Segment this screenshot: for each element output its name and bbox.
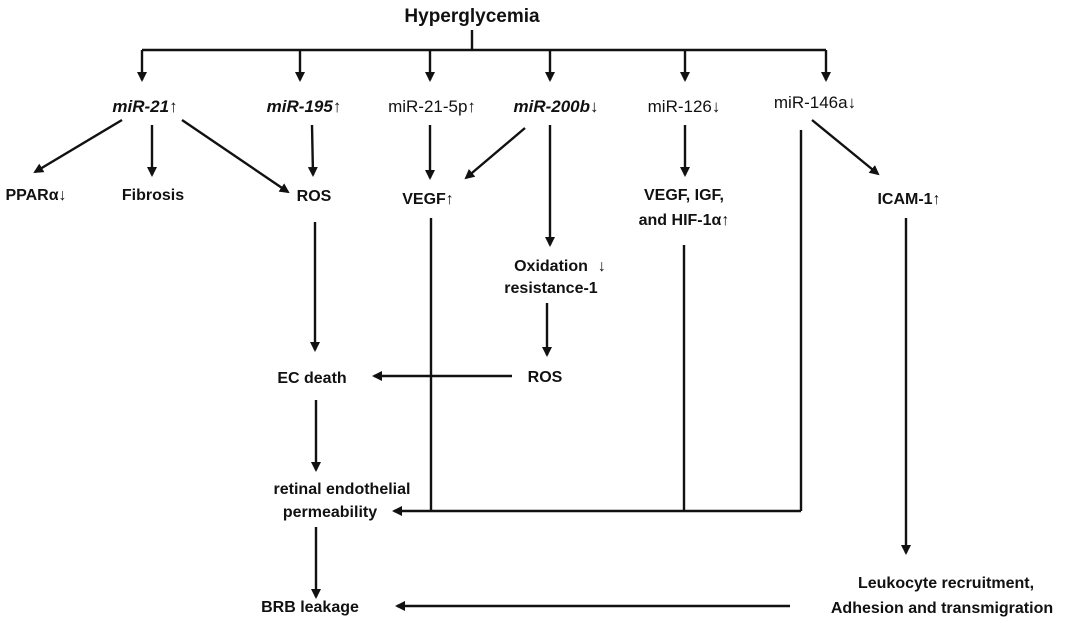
node-icam: ICAM-1↑ (877, 191, 940, 208)
vegf-label: VEGF (402, 191, 446, 208)
edge-mir146a-icam (811, 119, 880, 176)
mir126-label: miR-126 (648, 97, 712, 116)
node-retinal-line2: permeability (283, 504, 377, 521)
node-ec-death: EC death (277, 370, 346, 387)
node-oxidation-line2: resistance-1 (504, 280, 597, 297)
node-leukocyte-line2: Adhesion and transmigration (831, 600, 1053, 617)
edge-mir195-ros (307, 124, 318, 177)
vegf-igf-label: and HIF-1α (639, 212, 722, 229)
edge-mir21-ppara (33, 118, 123, 174)
node-hyperglycemia: Hyperglycemia (404, 6, 540, 27)
oxidation-down-arrow: ↓ (598, 258, 606, 275)
ppara-label: PPARα (5, 187, 58, 204)
mir200b-down-arrow: ↓ (590, 97, 599, 116)
mir126-down-arrow: ↓ (712, 97, 721, 116)
node-retinal-line1: retinal endothelial (274, 481, 411, 498)
vegf-up-arrow: ↑ (446, 191, 454, 208)
mir21-up-arrow: ↑ (169, 97, 178, 116)
icam-label: ICAM-1 (877, 191, 932, 208)
node-ppara: PPARα↓ (5, 187, 66, 204)
node-mir200b: miR-200b↓ (513, 97, 598, 116)
node-fibrosis: Fibrosis (122, 187, 184, 204)
mir146a-down-arrow: ↓ (848, 93, 857, 112)
node-oxidation-line1: Oxidation ↓ (514, 258, 606, 275)
mir195-label: miR-195 (267, 97, 334, 116)
mir195-up-arrow: ↑ (333, 97, 342, 116)
node-mir195: miR-195↑ (267, 97, 342, 116)
node-brb-leakage: BRB leakage (261, 599, 359, 616)
edge-mir200b-vegf (464, 127, 526, 180)
icam-up-arrow: ↑ (933, 191, 941, 208)
mir21-label: miR-21 (112, 97, 169, 116)
node-leukocyte-line1: Leukocyte recruitment, (858, 575, 1034, 592)
node-vegf-igf-line2: and HIF-1α↑ (639, 212, 730, 229)
node-mir146a: miR-146a↓ (774, 93, 856, 112)
node-mir21: miR-21↑ (112, 97, 177, 116)
oxidation-label: Oxidation (514, 258, 588, 275)
mir146a-label: miR-146a (774, 93, 848, 112)
node-ros-mid: ROS (528, 369, 563, 386)
node-mir21-5p: miR-21-5p↑ (388, 97, 476, 116)
mir21-5p-up-arrow: ↑ (467, 97, 476, 116)
node-vegf-igf-line1: VEGF, IGF, (644, 187, 724, 204)
node-vegf: VEGF↑ (402, 191, 454, 208)
ppara-down-arrow: ↓ (59, 187, 67, 204)
node-mir126: miR-126↓ (648, 97, 721, 116)
mir200b-label: miR-200b (513, 97, 590, 116)
vegf-igf-up-arrow: ↑ (721, 212, 729, 229)
mir21-5p-label: miR-21-5p (388, 97, 467, 116)
edge-mir21-ros (181, 119, 290, 194)
node-ros-left: ROS (297, 188, 332, 205)
edges (33, 30, 911, 611)
